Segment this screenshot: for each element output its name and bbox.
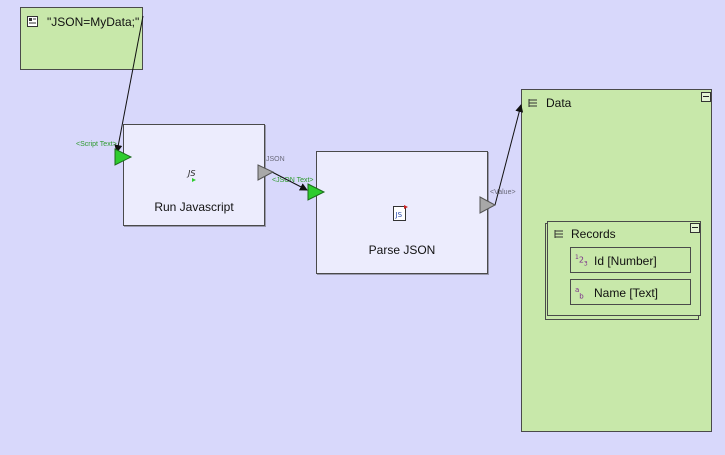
parse-json-icon-text: JS [395, 211, 403, 219]
field-name[interactable]: ab Name [Text] [570, 279, 691, 305]
field-id-label: Id [Number] [594, 254, 657, 268]
constant-text-icon [27, 16, 38, 27]
data-collapse-button[interactable] [701, 92, 711, 102]
parse-json-icon: JS [392, 204, 410, 222]
field-name-label: Name [Text] [594, 286, 659, 300]
constant-text-value: "JSON=MyData;" [47, 15, 140, 29]
javascript-icon: JS [186, 167, 202, 183]
data-title: Data [546, 96, 572, 110]
run-javascript-title: Run Javascript [154, 200, 234, 214]
number-type-icon: 123 [575, 254, 588, 268]
script-text-port-label: <Script Text> [76, 141, 117, 148]
records-collapse-button[interactable] [690, 223, 700, 233]
list-icon [528, 99, 537, 107]
javascript-icon-text: JS [186, 169, 195, 178]
parse-json-node[interactable]: JS Parse JSON [316, 151, 488, 274]
value-port-label: <Value> [490, 189, 516, 196]
json-text-port-label: <JSON Text> [272, 177, 314, 184]
records-title: Records [571, 227, 616, 241]
run-javascript-node[interactable]: JS Run Javascript [123, 124, 265, 226]
parse-json-title: Parse JSON [368, 243, 436, 257]
data-container[interactable]: Data Records 123 Id [Number] ab Name [Te… [521, 89, 712, 432]
field-id[interactable]: 123 Id [Number] [570, 247, 691, 273]
records-container[interactable]: Records 123 Id [Number] ab Name [Text] [547, 221, 701, 316]
json-output-port-label: JSON [266, 156, 285, 163]
records-list-icon [554, 230, 563, 238]
constant-text-node[interactable]: "JSON=MyData;" [20, 7, 143, 70]
text-type-icon: ab [575, 286, 584, 301]
